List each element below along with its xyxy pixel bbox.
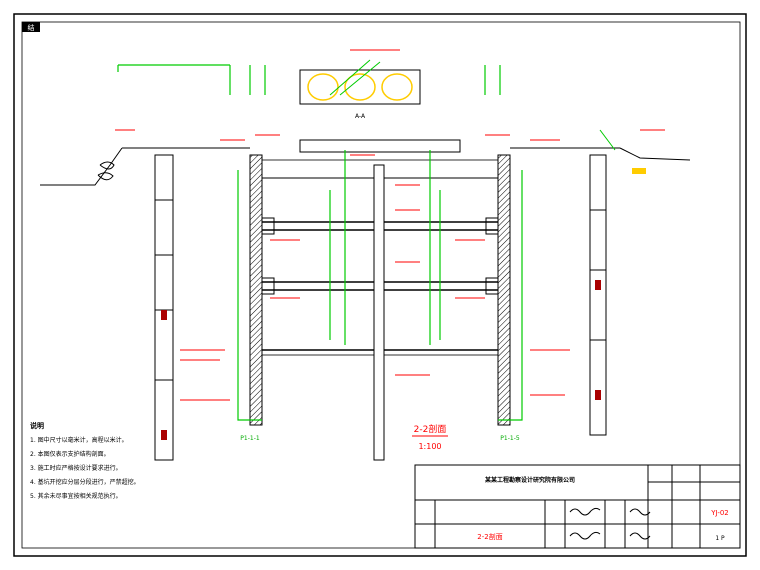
corner-tag-box <box>22 22 40 32</box>
inner-frame <box>21 21 741 549</box>
red-annotations <box>115 129 570 401</box>
ground-right <box>510 147 691 161</box>
section-scale: 1:100 <box>418 442 441 451</box>
corner-tag: 结 <box>28 23 35 32</box>
section-label: A-A <box>355 113 366 120</box>
note-item: 5. 其余未尽事宜按相关规范执行。 <box>30 492 122 500</box>
page-number: 1 P <box>715 535 725 542</box>
green-guides <box>117 64 523 421</box>
pile-label-right: P1-1-5 <box>500 435 520 442</box>
waler-boxes <box>261 217 499 295</box>
elevation-marker <box>599 129 665 174</box>
note-item: 3. 施工时应严格按设计要求进行。 <box>30 464 122 472</box>
title-block <box>414 464 741 549</box>
notes-heading: 说明 <box>30 421 44 430</box>
column-pile <box>373 164 385 461</box>
title-block-signatures <box>569 507 651 540</box>
pile-label-left: P1-1-1 <box>240 435 260 442</box>
retaining-pile-right <box>497 154 511 426</box>
capping-beam <box>299 139 461 153</box>
company-name: 某某工程勘察设计研究院有限公司 <box>485 476 575 484</box>
note-item: 2. 本图仅表示支护结构剖面。 <box>30 450 110 458</box>
retaining-pile-left <box>249 154 263 426</box>
note-item: 1. 图中尺寸以毫米计，高程以米计。 <box>30 436 128 444</box>
outer-frame <box>13 13 747 557</box>
section-detail <box>299 49 421 105</box>
soil-column-right <box>589 154 607 436</box>
soil-column-left <box>154 154 174 461</box>
sheet-number: YJ-02 <box>710 509 729 517</box>
ground-left <box>40 147 250 186</box>
notes-list: 1. 图中尺寸以毫米计，高程以米计。 2. 本图仅表示支护结构剖面。 3. 施工… <box>30 436 140 500</box>
section-title: 2-2剖面 <box>414 423 447 435</box>
note-item: 4. 基坑开挖应分层分段进行，严禁超挖。 <box>30 478 140 486</box>
drawing-name: 2-2剖面 <box>477 532 502 541</box>
